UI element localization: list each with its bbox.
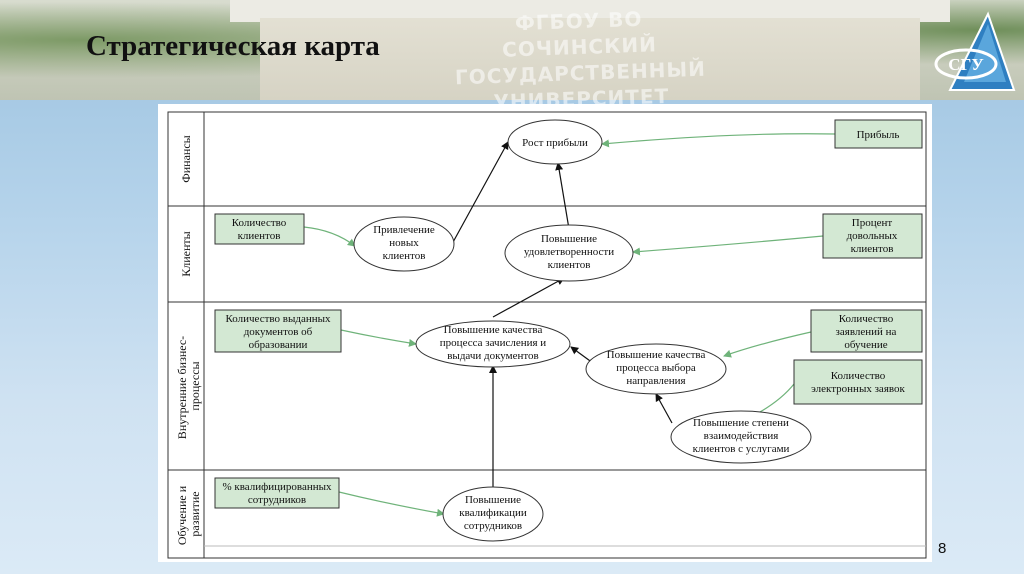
box-client-count: Количество клиентов [214,213,305,245]
oval-enrollment-quality: Повышение качества процесса зачисления и… [415,320,571,368]
svg-text:электронных заявок: электронных заявок [811,383,905,395]
building-watermark: ФГБОУ ВО СОЧИНСКИЙ ГОСУДАРСТВЕННЫЙ УНИВЕ… [378,1,781,119]
svg-text:образовании: образовании [249,339,308,351]
svg-text:Повышение степени: Повышение степени [693,417,789,429]
svg-text:клиентов: клиентов [548,259,591,271]
logo-text: СГУ [948,55,984,74]
oval-profit-growth: Рост прибыли [507,119,603,165]
svg-text:Повышение качества: Повышение качества [444,324,543,336]
svg-text:сотрудников: сотрудников [464,520,522,532]
svg-text:новых: новых [389,237,419,249]
oval-satisfaction: Повышение удовлетворенности клиентов [504,224,634,282]
slide-title: Стратегическая карта [86,30,380,62]
lane-label-finance: Финансы [179,135,193,182]
building-roof [230,0,950,22]
oval-staff-qualification: Повышение квалификации сотрудников [442,486,544,542]
svg-text:Процент: Процент [852,217,893,229]
arrow-profit-to-growth [601,133,836,148]
arrow-attract-to-growth [451,141,509,245]
svg-text:документов об: документов об [244,326,313,338]
connectors [303,133,836,517]
svg-text:Прибыль: Прибыль [857,129,900,141]
svg-text:процесса выбора: процесса выбора [616,362,696,374]
svg-text:Количество выданных: Количество выданных [226,313,331,325]
svg-text:взаимодействия: взаимодействия [704,430,779,442]
svg-text:клиентов: клиентов [383,250,426,262]
oval-interaction: Повышение степени взаимодействия клиенто… [670,410,812,464]
strategy-map-diagram: Финансы Клиенты Внутренние бизнес- проце… [158,104,932,562]
svg-text:направления: направления [626,375,685,387]
svg-text:сотрудников: сотрудников [248,494,306,506]
oval-attract-clients: Привлечение новых клиентов [353,216,455,272]
lane-label-processes: Внутренние бизнес- процессы [175,333,202,439]
oval-direction-quality: Повышение качества процесса выбора напра… [585,343,727,395]
lane-label-clients: Клиенты [179,231,193,276]
svg-text:выдачи документов: выдачи документов [447,350,539,362]
svg-text:Повышение: Повышение [541,233,597,245]
arrow-satisfiedpct-to-satisfaction [632,235,824,256]
svg-text:Повышение качества: Повышение качества [607,349,706,361]
svg-text:удовлетворенности: удовлетворенности [524,246,614,258]
svg-text:Количество: Количество [839,313,894,325]
svg-text:Количество: Количество [831,370,886,382]
svg-text:процесса зачисления и: процесса зачисления и [440,337,547,349]
svg-text:клиентов с услугами: клиентов с услугами [693,443,790,455]
arrow-satisfaction-to-growth [555,162,570,230]
svg-text:Рост прибыли: Рост прибыли [522,137,588,149]
arrow-applications-to-direction [723,331,812,358]
svg-text:клиентов: клиентов [238,230,281,242]
arrow-enrollment-to-satisfaction [492,277,565,318]
box-satisfied-pct: Процент довольных клиентов [822,213,923,259]
svg-text:Привлечение: Привлечение [373,224,435,236]
box-applications: Количество заявлений на обучение [810,309,923,353]
svg-text:заявлений на: заявлений на [836,326,897,338]
box-docs-count: Количество выданных документов об образо… [214,309,342,353]
lane-label-learning: Обучение и развитие [175,483,202,545]
page-number: 8 [938,540,947,557]
arrow-qualified-to-staffqual [338,491,445,517]
lanes-grid [167,111,927,559]
svg-text:обучение: обучение [844,339,887,351]
svg-text:Количество: Количество [232,217,287,229]
building-facade [260,18,920,100]
university-logo: СГУ [934,11,1016,91]
box-e-applications: Количество электронных заявок [793,359,923,405]
box-qualified-pct: % квалифицированных сотрудников [214,477,340,509]
svg-text:% квалифицированных: % квалифицированных [222,481,332,493]
arrow-docs-to-enrollment [340,329,417,347]
box-profit: Прибыль [834,119,923,149]
arrow-clientcount-to-attract [303,226,356,247]
arrow-interaction-to-direction [655,393,673,424]
svg-text:квалификации: квалификации [459,507,527,519]
svg-text:довольных: довольных [847,230,898,242]
svg-text:Повышение: Повышение [465,494,521,506]
header-banner-photo: ФГБОУ ВО СОЧИНСКИЙ ГОСУДАРСТВЕННЫЙ УНИВЕ… [0,0,1024,114]
svg-text:клиентов: клиентов [851,243,894,255]
